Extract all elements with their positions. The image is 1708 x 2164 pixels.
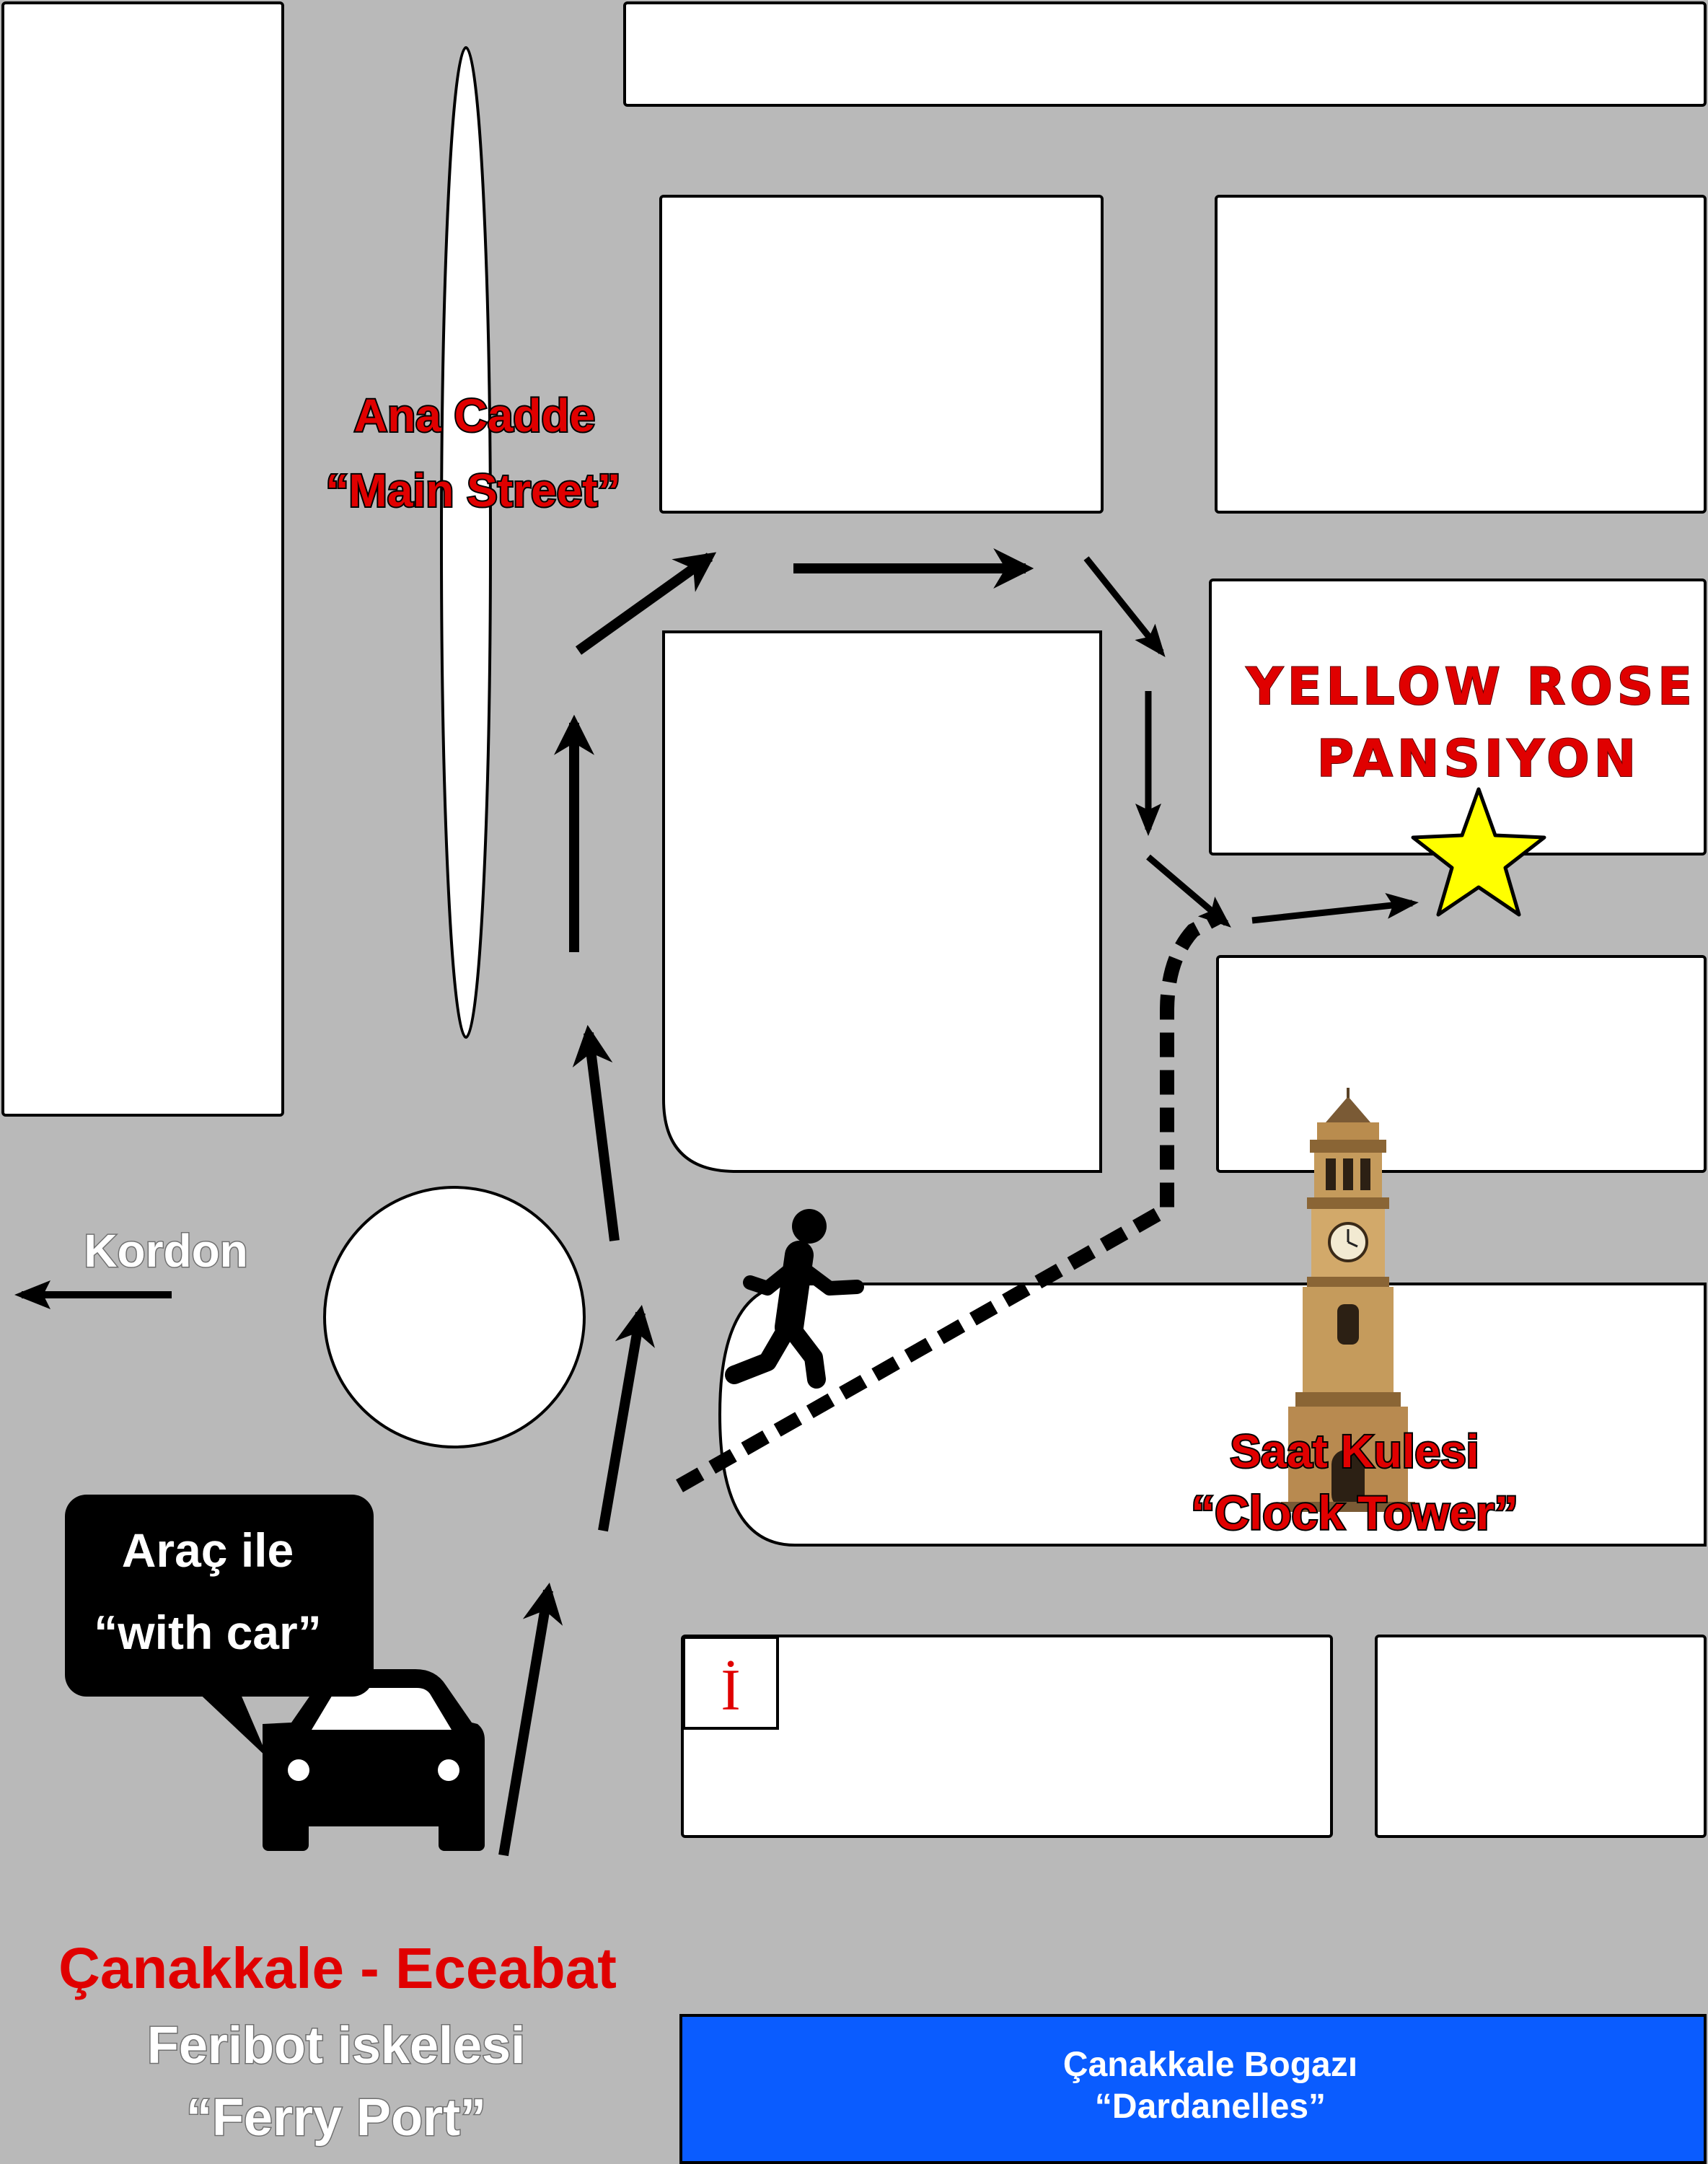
car-label-en: “with car” (94, 1606, 321, 1659)
main-street-label-en: “Main Street” (326, 465, 621, 516)
block-north-east (1215, 195, 1707, 514)
main-street-label-tr: Ana Cadde (354, 390, 595, 441)
route-arrow-3 (572, 1024, 620, 1241)
car-route-small (1083, 556, 1419, 928)
star-icon (1411, 787, 1546, 917)
pedestrian-icon (725, 1209, 864, 1389)
block-east-middle (1216, 955, 1707, 1173)
hotel-name-line1: YELLOW ROSE (1246, 657, 1696, 716)
main-street-median (440, 46, 492, 1039)
car-speech-bubble: Araç ile “with car” (65, 1495, 374, 1759)
route-arrow-2 (598, 1304, 655, 1532)
strait-label-tr: Çanakkale Bogazı (1063, 2046, 1357, 2084)
block-hotel (1209, 579, 1707, 856)
clock-tower-icon (1281, 1088, 1415, 1512)
walking-route (676, 911, 1221, 1492)
clock-tower-label-en: “Clock Tower” (1191, 1486, 1518, 1539)
car-icon (263, 1669, 485, 1851)
clock-tower-label-tr: Saat Kulesi (1230, 1425, 1479, 1477)
route-arrow-5 (575, 552, 717, 655)
block-north (623, 1, 1707, 107)
port-label-en: “Ferry Port” (186, 2089, 486, 2147)
hotel-name-line2: PANSIYON (1317, 729, 1640, 788)
car-route (498, 548, 1034, 1857)
port-label-tr: Feribot iskelesi (147, 2017, 525, 2075)
port-city-label: Çanakkale - Eceabat (58, 1936, 617, 2000)
info-box (682, 1636, 779, 1730)
route-arrow-7 (1083, 556, 1166, 658)
roundabout (323, 1186, 586, 1448)
strait-label-en: “Dardanelles” (1095, 2088, 1326, 2126)
block-west (1, 1, 284, 1117)
block-center (662, 630, 1102, 1173)
block-clock-tower-square (718, 1283, 1707, 1547)
car-label-tr: Araç ile (122, 1523, 294, 1577)
info-icon: İ (721, 1657, 740, 1723)
route-arrow-10 (1251, 892, 1419, 924)
dardanelles-water (679, 2014, 1707, 2164)
block-north-center (659, 195, 1104, 514)
block-south-east (1375, 1635, 1707, 1838)
kordon-label: Kordon (84, 1225, 248, 1277)
route-arrow-1 (498, 1582, 563, 1857)
block-info-office (681, 1635, 1333, 1838)
